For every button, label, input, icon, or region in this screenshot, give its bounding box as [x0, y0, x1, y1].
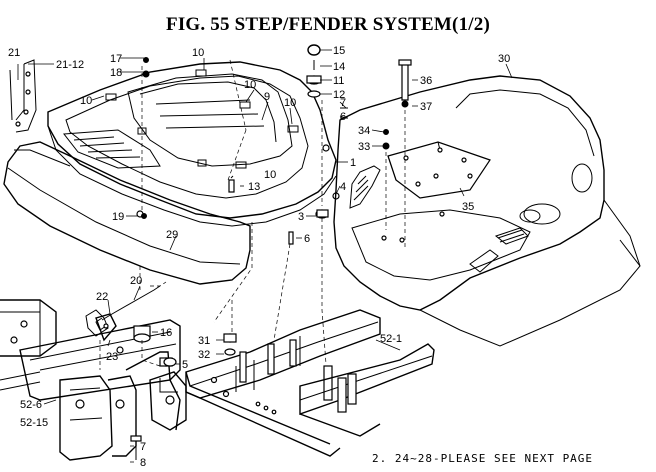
callout-18: 18 — [110, 67, 122, 79]
callout-34: 34 — [358, 125, 370, 137]
callout-30: 30 — [498, 53, 510, 65]
callout-19: 19 — [112, 211, 124, 223]
callout-6: 6 — [340, 111, 346, 123]
callout-31: 31 — [198, 335, 210, 347]
callout-15: 15 — [333, 45, 345, 57]
footnote: 2. 24~28-PLEASE SEE NEXT PAGE — [372, 452, 594, 465]
callout-52-6: 52-6 — [20, 399, 42, 411]
step-plate-assembly — [47, 61, 337, 227]
callout-1: 1 — [350, 157, 356, 169]
callout-10: 10 — [244, 79, 256, 91]
callout-7: 7 — [340, 97, 346, 109]
stay-rod-20 — [85, 285, 161, 337]
frame-left-52-6 — [0, 299, 187, 461]
callout-35: 35 — [462, 201, 474, 213]
callout-10: 10 — [264, 169, 276, 181]
callout-37: 37 — [420, 101, 432, 113]
callout-22: 22 — [96, 291, 108, 303]
callout-20: 20 — [130, 275, 142, 287]
callout-14: 14 — [333, 61, 345, 73]
callout-6: 6 — [304, 233, 310, 245]
callout-9: 9 — [264, 91, 270, 103]
callout-7: 7 — [140, 441, 146, 453]
callout-32: 32 — [198, 349, 210, 361]
callout-13: 13 — [248, 181, 260, 193]
figure-title: FIG. 55 STEP/FENDER SYSTEM(1/2) — [166, 14, 490, 35]
callout-5: 5 — [182, 359, 188, 371]
callout-52-1: 52-1 — [380, 333, 402, 345]
callout-8: 8 — [140, 457, 146, 469]
callout-12: 12 — [333, 89, 345, 101]
callout-17: 17 — [110, 53, 122, 65]
callout-labels: 21 21-12 10 10 10 10 10 17 18 9 15 14 11… — [8, 45, 510, 469]
fender-panel-29 — [3, 141, 251, 285]
callout-21-12: 21-12 — [56, 59, 84, 71]
frame-rails-52-1 — [163, 309, 435, 457]
callout-10: 10 — [192, 47, 204, 59]
callout-52-15: 52-15 — [20, 417, 48, 429]
callout-4: 4 — [340, 181, 346, 193]
callout-10: 10 — [284, 97, 296, 109]
callout-23: 23 — [106, 351, 118, 363]
callout-21: 21 — [8, 47, 20, 59]
leader-lines — [17, 49, 513, 463]
callout-33: 33 — [358, 141, 370, 153]
callout-29: 29 — [166, 229, 178, 241]
rear-fender-30 — [333, 59, 641, 347]
callout-10: 10 — [80, 95, 92, 107]
hardware-stack — [141, 44, 322, 219]
bracket-21 — [9, 59, 37, 133]
callout-36: 36 — [420, 75, 432, 87]
callout-11: 11 — [333, 75, 344, 87]
callout-16: 16 — [160, 327, 172, 339]
callout-3: 3 — [298, 211, 304, 223]
